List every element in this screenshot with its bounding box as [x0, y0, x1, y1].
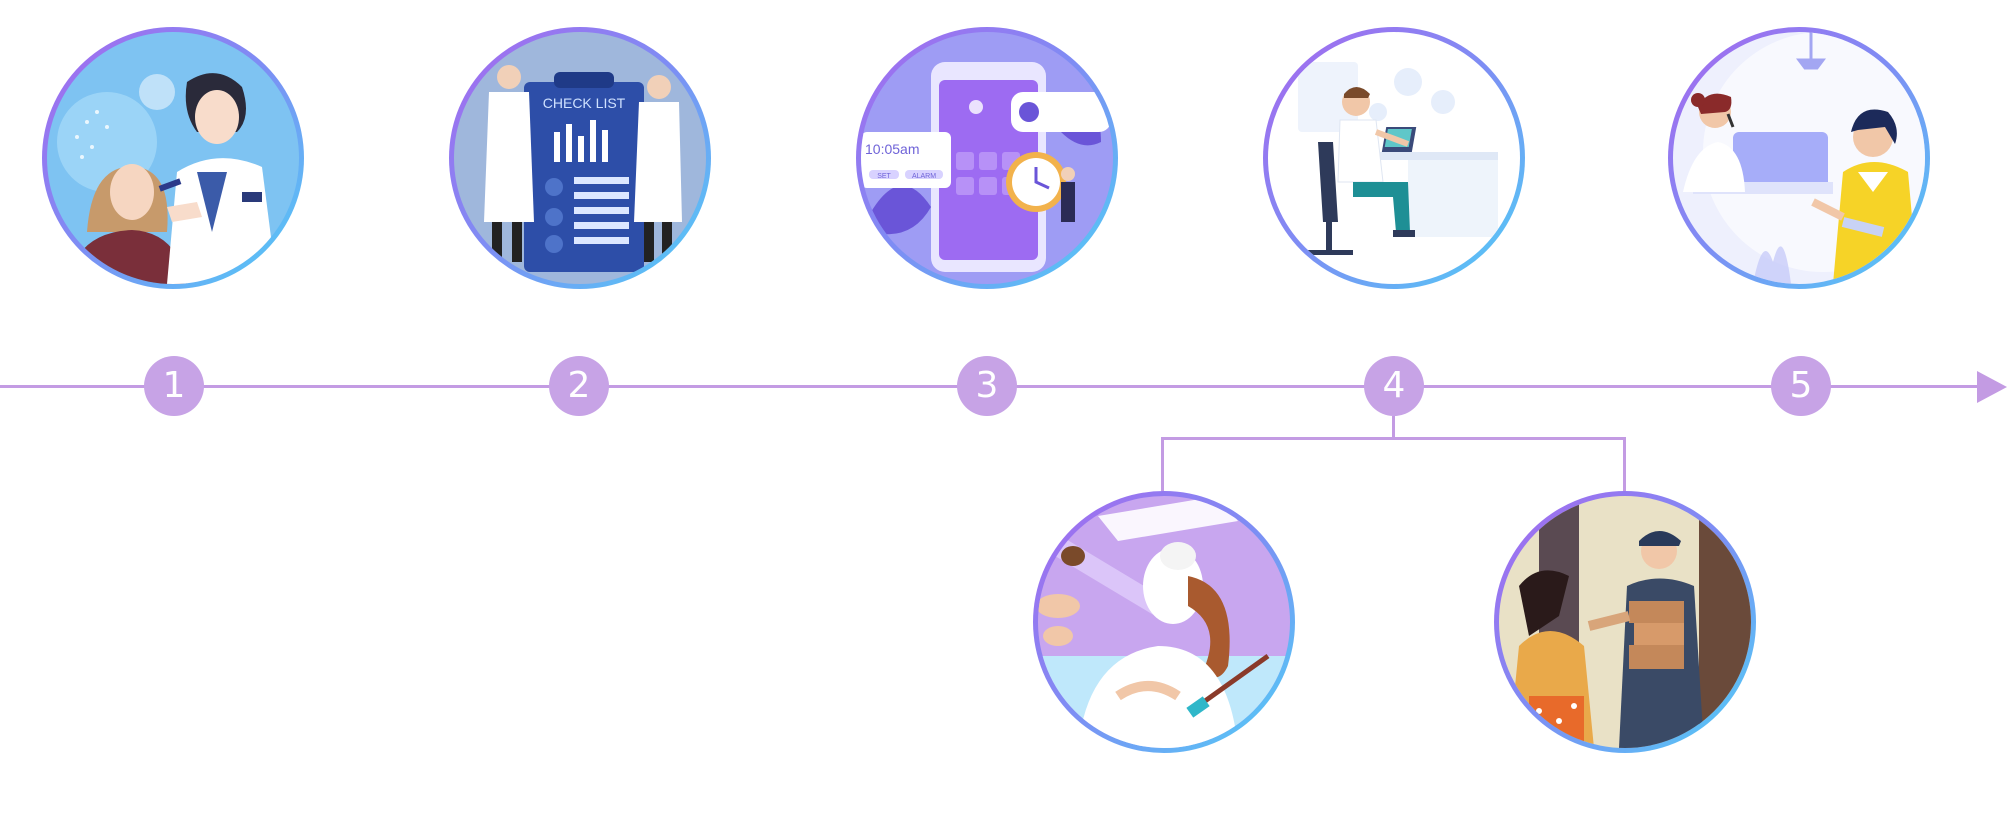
package-delivery-icon [1499, 496, 1751, 748]
mobile-booking-reminder-icon: 10:05am SET ALARM [861, 32, 1113, 284]
branch-connector-right [1623, 437, 1626, 492]
branch-connector-left [1161, 437, 1164, 492]
step-2-illustration: CHECK LIST [449, 27, 711, 289]
step-5-number: 5 [1771, 356, 1831, 416]
step-1-illustration [42, 27, 304, 289]
step-3-illustration: 10:05am SET ALARM [856, 27, 1118, 289]
branch-connector-stem [1392, 416, 1395, 438]
step-1-number: 1 [144, 356, 204, 416]
doctor-eye-exam-icon [47, 32, 299, 284]
customer-service-call-icon [1673, 32, 1925, 284]
sub-step-4b-illustration [1494, 491, 1756, 753]
check-list-text: CHECK LIST [543, 95, 626, 111]
step-3-number: 3 [957, 356, 1017, 416]
branch-connector-bar [1161, 437, 1626, 440]
doctor-computer-followup-icon [1268, 32, 1520, 284]
step-4-illustration [1263, 27, 1525, 289]
sub-step-4a-illustration [1033, 491, 1295, 753]
step-4-number: 4 [1364, 356, 1424, 416]
set-label: SET [877, 173, 891, 180]
step-5-illustration [1668, 27, 1930, 289]
doctors-check-list-icon: CHECK LIST [454, 32, 706, 284]
alarm-time-text: 10:05am [865, 141, 919, 157]
spa-facial-mask-icon [1038, 496, 1290, 748]
step-2-number: 2 [549, 356, 609, 416]
timeline-arrowhead [1977, 371, 2007, 403]
alarm-label: ALARM [912, 173, 936, 180]
